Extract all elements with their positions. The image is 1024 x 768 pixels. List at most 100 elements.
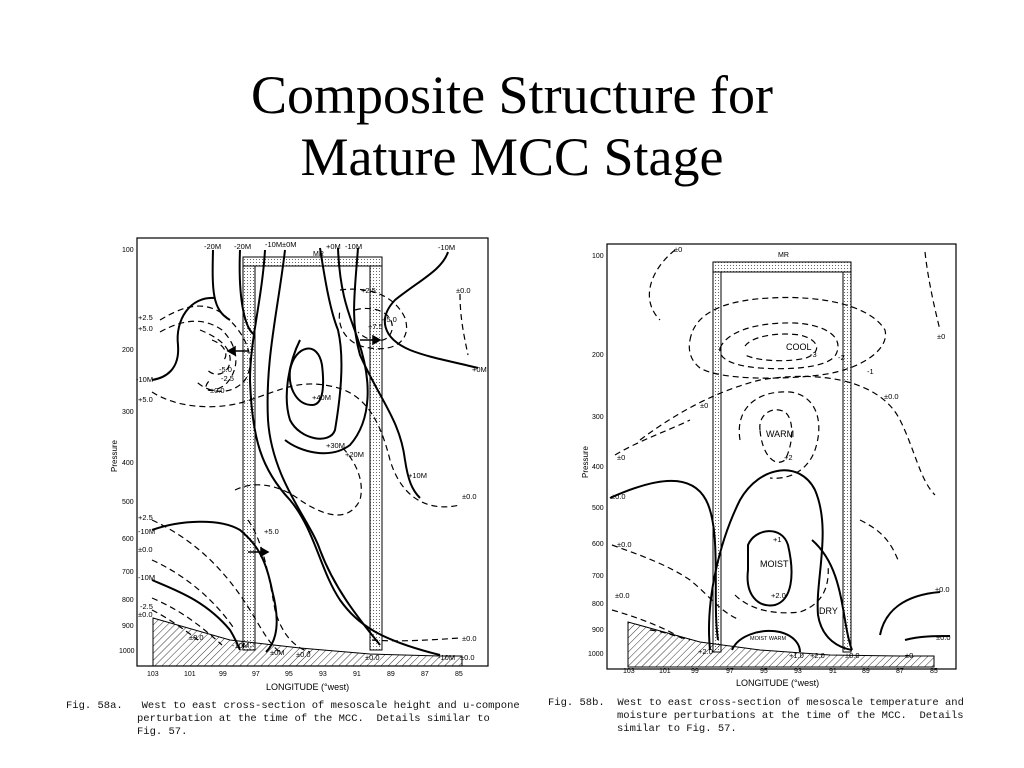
contour-label: -5.0 <box>219 365 232 374</box>
contour-label: +1 <box>773 535 782 544</box>
contour-label: +2.5 <box>138 513 153 522</box>
contour-label: -3 <box>810 350 817 359</box>
figure-b-temp-contours <box>611 249 941 641</box>
longitude-tick-label: 87 <box>421 671 429 678</box>
contour-label: ±0.0 <box>935 585 950 594</box>
mr-label: MR <box>313 251 324 258</box>
figure-b-x-axis-label: LONGITUDE (°west) <box>736 678 819 688</box>
contour-label: -10M <box>438 243 455 252</box>
pressure-tick-label: 700 <box>592 573 604 580</box>
figure-b-y-axis-label: Pressure <box>581 445 590 478</box>
contour-label: -2 <box>838 353 845 362</box>
contour-label: -2.5 <box>140 602 153 611</box>
contour-label: -10M <box>345 242 362 251</box>
contour-label: ±0.0 <box>611 492 626 501</box>
figure-a-y-axis-label: Pressure <box>110 439 119 472</box>
pressure-tick-label: 1000 <box>588 651 604 658</box>
contour-label: ±0.0 <box>210 386 225 395</box>
longitude-tick-label: 91 <box>829 668 837 675</box>
pressure-tick-label: 200 <box>592 352 604 359</box>
longitude-tick-label: 99 <box>219 671 227 678</box>
title-line-1: Composite Structure for <box>251 65 773 125</box>
longitude-tick-label: 87 <box>896 668 904 675</box>
contour-label: ±0.0 <box>462 492 477 501</box>
longitude-tick-label: 103 <box>147 671 159 678</box>
longitude-tick-label: 95 <box>760 668 768 675</box>
contour-label: -20M <box>204 242 221 251</box>
pressure-tick-label: 300 <box>122 409 134 416</box>
region-label: MOIST WARM <box>750 636 786 642</box>
longitude-tick-label: 93 <box>319 671 327 678</box>
contour-label: +2.0 <box>698 647 713 656</box>
contour-label: ±0.0 <box>296 650 311 659</box>
contour-label: +2 <box>784 453 793 462</box>
contour-label: ±0.0 <box>138 610 153 619</box>
contour-label: +5.0 <box>138 395 153 404</box>
contour-label: +1.0 <box>789 651 804 660</box>
contour-label: -10M <box>138 527 155 536</box>
longitude-tick-label: 97 <box>252 671 260 678</box>
longitude-tick-label: 95 <box>285 671 293 678</box>
contour-label: ±0 <box>937 332 945 341</box>
pressure-tick-label: 200 <box>122 347 134 354</box>
pressure-tick-label: 500 <box>592 505 604 512</box>
contour-label: +20M <box>345 450 364 459</box>
figure-b-moisture-contours <box>609 469 951 653</box>
pressure-tick-label: 700 <box>122 569 134 576</box>
pressure-tick-label: 800 <box>592 601 604 608</box>
contour-label: -10M <box>232 641 249 650</box>
longitude-tick-label: 101 <box>184 671 196 678</box>
contour-label: ±0 <box>617 453 625 462</box>
figure-a-height-labels: +40M +30M +20M +10M -10M -10M -10M -10M … <box>136 365 487 662</box>
longitude-tick-label: 85 <box>455 671 463 678</box>
pressure-tick-label: 900 <box>592 627 604 634</box>
longitude-tick-label: 89 <box>862 668 870 675</box>
figure-a-u-contours <box>151 288 469 653</box>
arrow-left-icon <box>226 345 236 357</box>
longitude-tick-label: 101 <box>659 668 671 675</box>
figure-b-caption-line: moisture perturbations at the time of th… <box>617 710 964 722</box>
figure-b-labels: MR COOL WARM MOIST DRY MOIST WARM -3 -2 … <box>611 245 951 660</box>
slide-title: Composite Structure for Mature MCC Stage <box>0 64 1024 188</box>
contour-label: -10M <box>438 653 455 662</box>
contour-label: +5.0 <box>138 324 153 333</box>
contour-label: ±0.0 <box>462 634 477 643</box>
longitude-tick-label: 85 <box>930 668 938 675</box>
figure-b-pressure-ticks: 100 200 300 400 500 600 700 800 900 1000 <box>588 253 604 658</box>
contour-label: ±0.0 <box>845 651 860 660</box>
mr-label: MR <box>778 252 789 259</box>
contour-label: +40M <box>312 393 331 402</box>
pressure-tick-label: 600 <box>122 536 134 543</box>
figure-a-x-axis-label: LONGITUDE (°west) <box>266 682 349 692</box>
figure-b: 100 200 300 400 500 600 700 800 900 1000… <box>581 243 957 688</box>
region-label: WARM <box>766 429 794 439</box>
region-label: MOIST <box>760 559 789 569</box>
contour-label: ±0.0 <box>365 653 380 662</box>
contour-label: -1 <box>867 367 874 376</box>
contour-label: +0M <box>326 242 341 251</box>
figure-a-wind-arrows <box>226 334 382 558</box>
figure-b-east-column <box>842 261 852 653</box>
contour-label: ±0.0 <box>884 392 899 401</box>
pressure-tick-label: 800 <box>122 597 134 604</box>
contour-label: +2.5 <box>361 286 376 295</box>
contour-label: ±0 <box>700 401 708 410</box>
figure-a-caption-line: perturbation at the time of the MCC. Det… <box>137 713 490 725</box>
pressure-tick-label: 500 <box>122 499 134 506</box>
figure-b-frame <box>606 243 957 670</box>
contour-label: ±0.0 <box>617 540 632 549</box>
figure-a-terrain <box>152 617 463 667</box>
figure-b-caption-line: similar to Fig. 57. <box>617 723 737 735</box>
contour-label: -10M <box>136 375 153 384</box>
figure-a-top-labels: -20M -20M -10M ±0M +0M -10M -10M MR <box>204 240 455 258</box>
arrow-right-icon <box>372 334 382 346</box>
arrow-right-icon <box>260 546 270 558</box>
contour-label: ±0.0 <box>615 591 630 600</box>
contour-label: +7.5 <box>368 322 383 331</box>
longitude-tick-label: 103 <box>623 668 635 675</box>
contour-label: -10M <box>138 573 155 582</box>
figure-b-top-bar <box>712 261 852 273</box>
pressure-tick-label: 1000 <box>119 648 135 655</box>
figure-a-u-labels: +2.5 +5.0 +5.0 -5.0 -2.5 ±0.0 ±0.0 +2.5 … <box>138 286 477 662</box>
contour-label: +10M <box>408 471 427 480</box>
